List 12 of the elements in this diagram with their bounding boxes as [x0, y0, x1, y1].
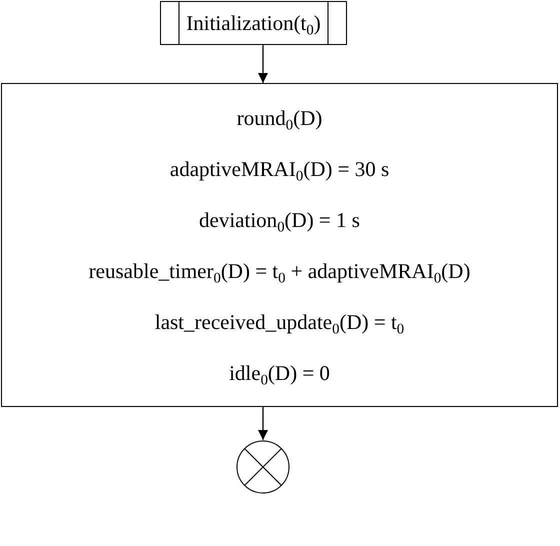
assignment-text: round$_{0}$(D) — [236, 106, 322, 130]
assignment-text: reusable_timer$_{0}$(D) = t$_{0}$ + adaptiveMRAI$_{0}$(D) — [88, 258, 470, 282]
assignment-text: deviation$_{0}$(D) = 1 s — [199, 208, 360, 232]
assignment-text: adaptiveMRAI$_{0}$(D) = 30 s — [170, 156, 390, 180]
end-circle — [236, 440, 290, 494]
process-box — [1, 83, 558, 407]
predefined-process-box — [160, 1, 347, 45]
assignment-text: last_received_update$_{0}$(D) = t$_{0}$ — [154, 310, 404, 334]
arrow — [258, 407, 268, 440]
box-label: Initialization(t$_{0}$) — [186, 11, 321, 35]
arrow — [258, 45, 268, 83]
assignment-text: idle$_{0}$(D) = 0 — [229, 360, 330, 384]
